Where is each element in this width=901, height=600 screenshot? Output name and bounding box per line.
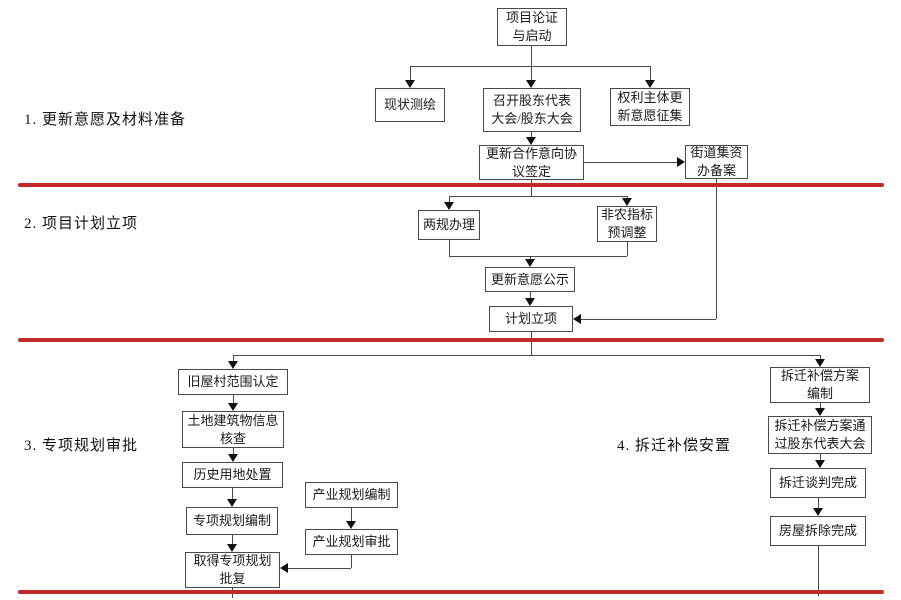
node-special-plan-reply: 取得专项规划 批复 [185,552,280,588]
connector-line [584,162,677,163]
arrow-down-icon [228,361,238,369]
node-cooperation-agreement: 更新合作意向协 议签定 [479,145,584,180]
connector-line [820,403,821,408]
arrow-down-icon [813,508,823,516]
connector-line [410,66,650,67]
node-special-plan-prep: 专项规划编制 [186,507,278,535]
node-old-village: 旧屋村范围认定 [178,369,288,395]
connector-line [351,555,352,568]
arrow-down-icon [228,403,238,411]
node-land-info-check: 土地建筑物信息 核查 [182,411,284,448]
arrow-down-icon [525,298,535,306]
node-current-survey: 现状测绘 [375,88,445,122]
section-label-2: 2. 项目计划立项 [24,216,139,232]
arrow-down-icon [815,359,825,367]
arrow-down-icon [815,460,825,468]
node-rights-collection: 权利主体更 新意愿征集 [610,88,690,126]
connector-line [531,332,532,355]
arrow-left-icon [573,314,581,324]
node-two-regulations: 两规办理 [418,210,480,240]
section-divider [18,183,884,187]
connector-line [650,66,651,80]
arrow-down-icon [815,408,825,416]
connector-line [449,196,627,197]
connector-line [232,535,233,544]
arrow-down-icon [228,454,238,462]
node-historical-land: 历史用地处置 [182,462,283,488]
connector-line [530,256,531,259]
connector-line [531,66,532,80]
connector-line [818,546,819,596]
arrow-down-icon [525,259,535,267]
connector-line [288,568,351,569]
node-house-demolition-done: 房屋拆除完成 [770,516,866,546]
connector-line [820,355,821,359]
node-plan-approval: 计划立项 [489,306,573,332]
connector-line [820,454,821,460]
node-intention-publicity: 更新意愿公示 [485,267,575,292]
section-label-1: 1. 更新意愿及材料准备 [24,112,187,128]
arrow-down-icon [346,521,356,529]
section-divider [18,338,884,342]
connector-line [531,180,532,196]
connector-line [449,196,450,202]
connector-line [818,498,819,508]
arrow-down-icon [526,80,536,88]
arrow-down-icon [227,499,237,507]
node-demolition-plan-pass: 拆迁补偿方案通 过股东代表大会 [768,416,872,454]
connector-line [449,240,450,256]
connector-line [351,508,352,521]
arrow-right-icon [677,157,685,167]
connector-line [627,196,628,198]
section-divider [18,590,884,594]
node-demolition-plan-prep: 拆迁补偿方案 编制 [770,367,870,403]
node-shareholder-meeting: 召开股东代表 大会/股东大会 [483,88,581,132]
node-industry-plan-prep: 产业规划编制 [305,482,398,508]
connector-line [410,66,411,80]
section-label-3: 3. 专项规划审批 [24,438,139,454]
arrow-down-icon [526,137,536,145]
connector-line [449,256,627,257]
connector-line [233,355,820,356]
arrow-down-icon [444,202,454,210]
arrow-left-icon [280,563,288,573]
connector-line [581,319,716,320]
connector-line [232,488,233,499]
connector-line [531,46,532,66]
arrow-down-icon [622,198,632,206]
node-negotiation-done: 拆迁谈判完成 [770,468,866,498]
arrow-down-icon [405,80,415,88]
connector-line [233,448,234,454]
node-industry-plan-approval: 产业规划审批 [305,529,398,555]
arrow-down-icon [227,544,237,552]
arrow-down-icon [645,80,655,88]
section-label-4: 4. 拆迁补偿安置 [617,438,732,454]
connector-line [716,179,717,319]
connector-line [627,242,628,256]
node-project-start: 项目论证 与启动 [497,8,567,46]
connector-line [531,132,532,137]
connector-line [233,355,234,361]
connector-line [233,395,234,403]
node-nonagri-adjust: 非农指标 预调整 [597,206,657,242]
connector-line [530,292,531,298]
node-street-record: 街道集资 办备案 [685,145,748,179]
